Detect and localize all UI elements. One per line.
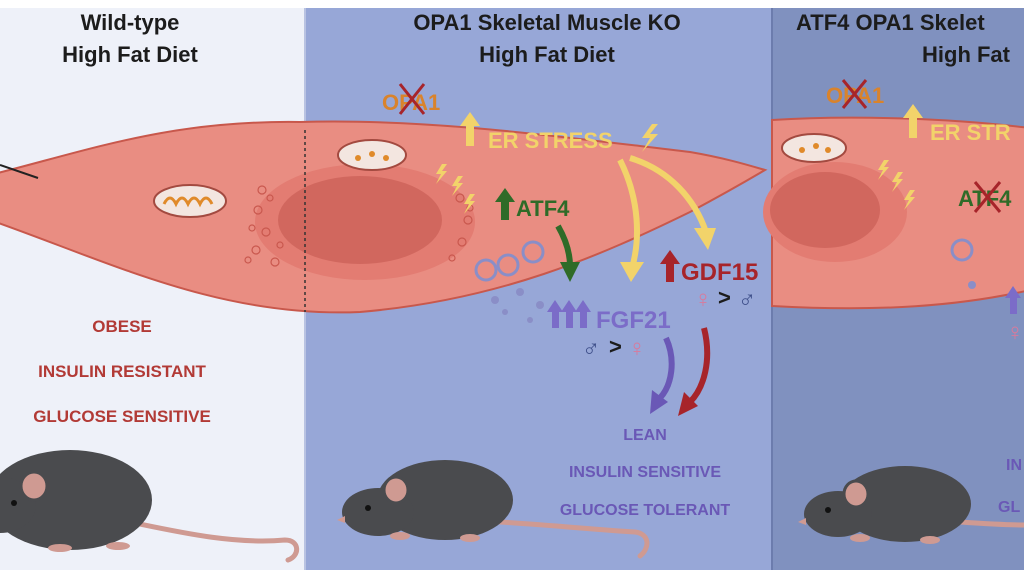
- arrowhead-er-to-fgf21: [620, 262, 644, 282]
- arrowhead-gdf15-to-lean: [678, 392, 698, 416]
- needle: [0, 164, 39, 179]
- gdf15-female-icon: ♀: [694, 286, 712, 313]
- arrow-er-to-fgf21: [617, 158, 640, 269]
- lightning-icon: [642, 124, 658, 152]
- mouse-ko: [337, 460, 650, 559]
- outcome-ko-1: LEAN: [623, 427, 667, 444]
- up-arrow-er-stress-atf4: [903, 104, 923, 138]
- arrow-fgf21-to-lean: [657, 336, 675, 401]
- fgf21-label: FGF21: [596, 307, 671, 334]
- arrowhead-atf4-to-fgf21: [560, 262, 580, 282]
- outcome-ko-2: INSULIN SENSITIVE: [569, 464, 721, 481]
- er-stress-label: ER STRESS: [488, 128, 613, 153]
- up-arrow-atf4: [495, 188, 515, 220]
- mouse-wildtype: [0, 450, 300, 563]
- up-arrow-er-stress: [460, 112, 480, 146]
- nucleus-atf4: [770, 172, 880, 248]
- outcome-ko-3: GLUCOSE TOLERANT: [560, 502, 731, 519]
- outcome-wildtype-3: GLUCOSE SENSITIVE: [33, 407, 211, 426]
- gdf15-label: GDF15: [681, 259, 758, 286]
- title-atf4-line2: High Fat: [922, 42, 1011, 67]
- atf4-panel-female-icon: ♀: [1006, 319, 1024, 346]
- fgf21-female-icon: ♀: [628, 335, 646, 362]
- mitochondrion-ko: [337, 139, 407, 171]
- opa1-label-ko: OPA1: [382, 90, 440, 115]
- title-atf4-line1: ATF4 OPA1 Skelet: [796, 10, 985, 35]
- atf4-cross-third: [973, 181, 1002, 213]
- er-stress-label-atf4: ER STR: [930, 120, 1011, 145]
- arrow-er-to-gdf15: [629, 155, 709, 233]
- up-arrow-atf4-panel-partial: [1005, 286, 1021, 314]
- up-arrow-gdf15: [660, 250, 680, 282]
- stress-lightning-icons: [436, 160, 915, 214]
- gdf15-male-icon: ♂: [738, 286, 756, 313]
- mitochondrion-wildtype: [153, 184, 227, 218]
- atf4-label: ATF4: [516, 196, 570, 221]
- triple-up-arrow-fgf21: [547, 300, 591, 328]
- opa1-cross-ko: [398, 83, 426, 115]
- secreted-vesicles: [474, 238, 976, 323]
- arrowhead-er-to-gdf15: [694, 228, 716, 250]
- title-wildtype-line2: High Fat Diet: [62, 42, 198, 67]
- outcome-wildtype-1: OBESE: [92, 317, 152, 336]
- outcome-atf4-1: IN: [1006, 457, 1022, 474]
- title-ko-line2: High Fat Diet: [479, 42, 615, 67]
- arrowhead-fgf21-to-lean: [650, 390, 668, 414]
- er-speckles: [244, 185, 474, 267]
- outcome-wildtype-2: INSULIN RESISTANT: [38, 362, 206, 381]
- fgf21-gt-sign: >: [609, 334, 622, 359]
- opa1-cross-atf4: [841, 79, 868, 109]
- outcome-atf4-2: GL: [998, 499, 1020, 516]
- fgf21-male-icon: ♂: [582, 335, 600, 362]
- mitochondrion-atf4: [781, 133, 847, 163]
- arrow-gdf15-to-lean: [687, 327, 711, 405]
- mouse-atf4: [798, 466, 1024, 544]
- title-wildtype-line1: Wild-type: [81, 10, 180, 35]
- title-ko-line1: OPA1 Skeletal Muscle KO: [413, 10, 680, 35]
- nucleus: [278, 176, 442, 264]
- gdf15-gt-sign: >: [718, 285, 731, 310]
